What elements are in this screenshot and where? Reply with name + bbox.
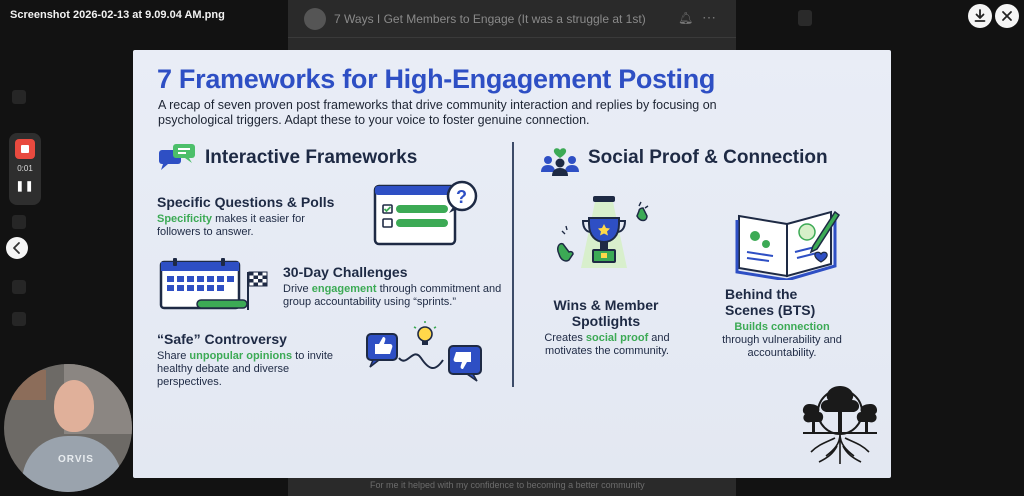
framework-description-text: Drive [283,283,312,295]
section-divider [512,142,514,387]
framework-description-text: and motivates the community. [545,332,670,357]
framework-title: 30-Day Challenges [283,264,408,280]
notebook-icon [735,210,841,280]
framework-highlight: unpopular opinions [189,350,293,362]
framework-description: Specificity makes it easier for follower… [157,213,332,239]
framework-description: Builds connection through vulnerability … [717,321,847,360]
chat-bubbles-icon [159,144,195,170]
background-bookmark-icon [798,10,812,26]
avatar [304,8,326,30]
webcam-background-shelf [12,370,46,400]
calendar-icon [159,258,268,310]
file-name: Screenshot 2026-02-13 at 9.09.04 AM.png [10,9,225,21]
stop-recording-button[interactable] [15,139,35,159]
previous-button[interactable] [6,237,28,259]
framework-description-text: through commitment and group accountabil… [283,283,502,308]
recording-controls: 0:01 ❚❚ [9,133,41,205]
thumbs-debate-icon [366,321,482,382]
poll-card-icon: ? [373,180,478,246]
framework-description: Share unpopular opinions to invite healt… [157,350,347,389]
webcam-shirt-text: ORVIS [58,454,94,465]
community-icon [541,148,579,176]
slide-title: 7 Frameworks for High-Engagement Posting [157,64,716,94]
background-nav-icon [12,90,26,104]
download-icon [974,9,986,22]
framework-title: Specific Questions & Polls [157,194,335,210]
framework-description-text: makes it easier for followers to answer. [157,213,305,238]
background-nav-icon [12,215,26,229]
background-nav-icon [12,280,26,294]
framework-highlight: Builds connection [734,321,830,333]
framework-description-text: Share [157,350,190,362]
background-post-footer-text: For me it helped with my confidence to b… [370,480,645,490]
slide-image: 7 Frameworks for High-Engagement Posting… [133,50,891,478]
download-button[interactable] [968,4,992,28]
more-icon: ⋯ [702,9,716,25]
background-nav-icon [12,312,26,326]
slide-intro: A recap of seven proven post frameworks … [158,98,717,127]
framework-title: Behind the Scenes (BTS) [725,286,816,318]
framework-title: Wins & Member Spotlights [553,297,659,329]
close-button[interactable] [995,4,1019,28]
framework-description: Creates social proof and motivates the c… [543,332,671,358]
framework-description-text: to invite healthy debate and diverse per… [157,350,334,388]
close-icon [1002,11,1012,21]
bell-icon: 🔔︎ [678,11,694,25]
pause-icon: ❚❚ [15,181,35,192]
framework-highlight: social proof [585,332,649,344]
background-post-title: 7 Ways I Get Members to Engage (It was a… [334,12,646,26]
webcam-bubble[interactable]: ORVIS [4,364,132,492]
tree-roots-logo-icon [802,386,878,464]
svg-text:?: ? [456,187,467,207]
webcam-person-head [54,380,94,432]
trophy-spotlight-icon [557,196,649,268]
pause-recording-button[interactable]: ❚❚ [9,181,41,192]
framework-title: “Safe” Controversy [157,331,287,347]
chevron-left-icon [13,242,20,254]
right-section-heading: Social Proof & Connection [588,147,828,168]
background-post-header: 7 Ways I Get Members to Engage (It was a… [288,0,736,38]
framework-description-text: Creates [544,332,586,344]
recording-timer: 0:01 [17,164,33,173]
framework-highlight: Specificity [157,213,213,225]
framework-description-text: through vulnerability and accountability… [722,334,842,359]
framework-highlight: engagement [311,283,377,295]
left-section-heading: Interactive Frameworks [205,147,418,168]
framework-description: Drive engagement through commitment and … [283,283,508,309]
